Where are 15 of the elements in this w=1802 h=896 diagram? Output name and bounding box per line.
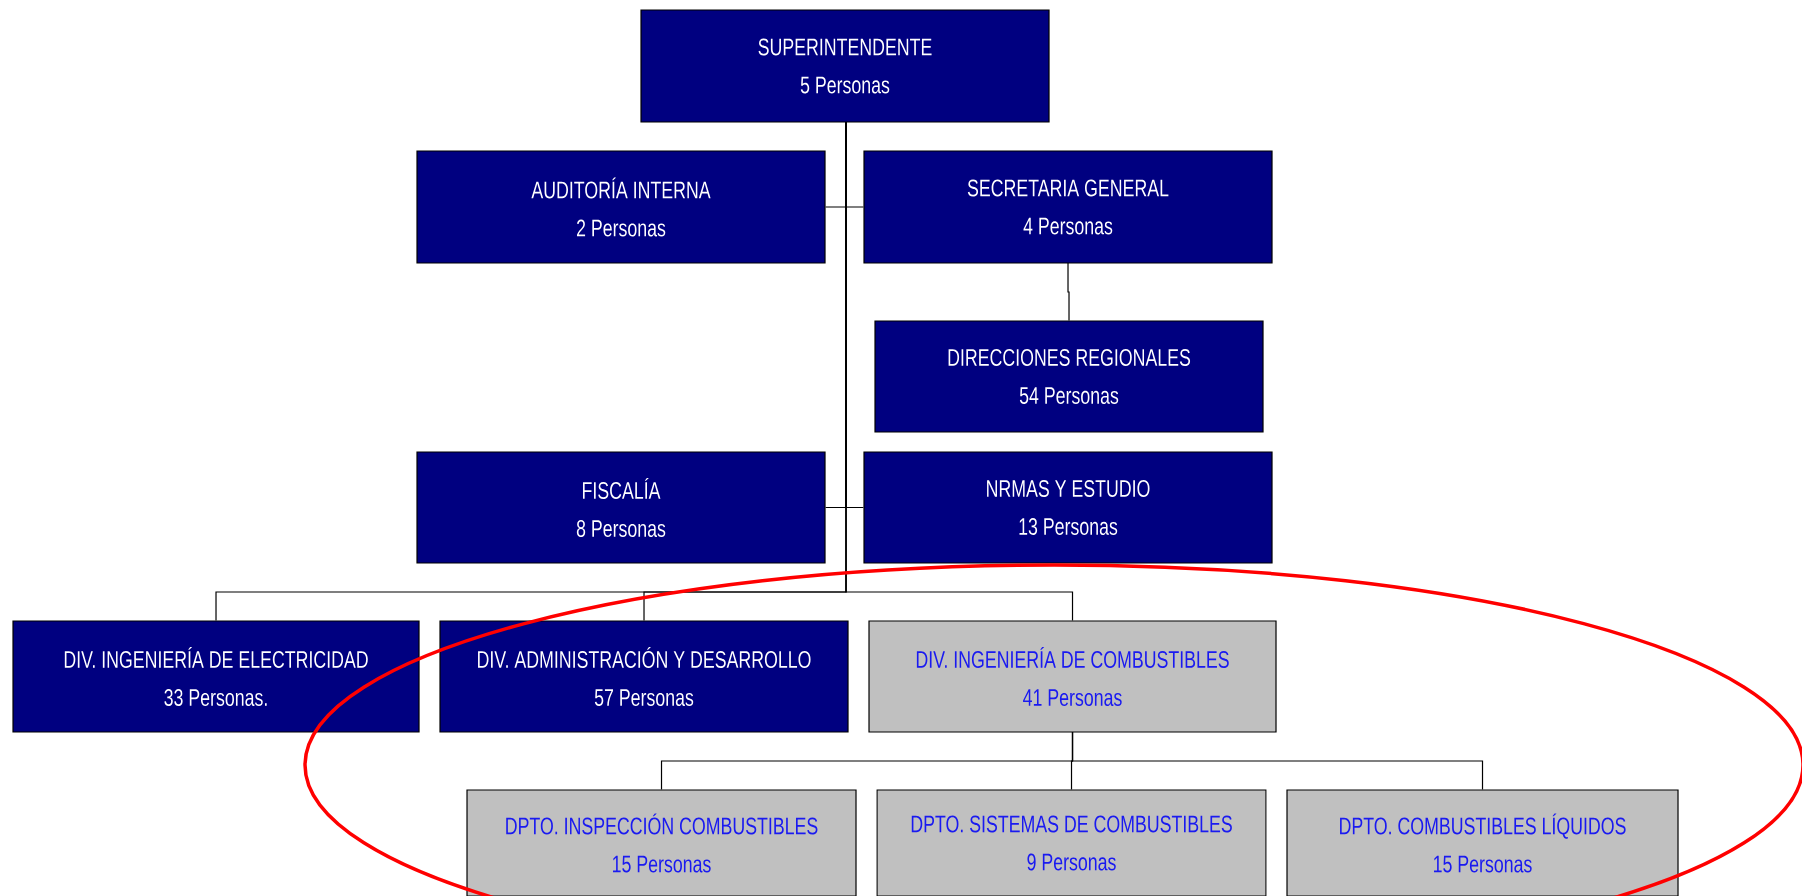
connector-line [1071, 731, 1484, 790]
org-box: DPTO. COMBUSTIBLES LÍQUIDOS 15 Personas [1286, 789, 1679, 896]
org-box: DIV. INGENIERÍA DE ELECTRICIDAD 33 Personas. [12, 620, 420, 733]
org-box: NRMAS Y ESTUDIO 13 Personas [863, 451, 1273, 564]
org-box: SECRETARIA GENERAL 4 Personas [863, 150, 1273, 264]
org-box: DIV. INGENIERÍA DE COMBUSTIBLES 41 Personas [868, 620, 1277, 733]
org-box: DPTO. INSPECCIÓN COMBUSTIBLES 15 Personas [466, 789, 857, 896]
org-box: DPTO. SISTEMAS DE COMBUSTIBLES 9 Personas [876, 789, 1267, 896]
org-box: AUDITORÍA INTERNA 2 Personas [416, 150, 826, 264]
connector-line [1067, 262, 1070, 321]
org-box: SUPERINTENDENTE 5 Personas [640, 9, 1050, 123]
org-box: DIRECCIONES REGIONALES 54 Personas [874, 320, 1264, 433]
org-box: FISCALÍA 8 Personas [416, 451, 826, 564]
connector-line [845, 121, 1074, 621]
org-box: DIV. ADMINISTRACIÓN Y DESARROLLO 57 Personas [439, 620, 849, 733]
